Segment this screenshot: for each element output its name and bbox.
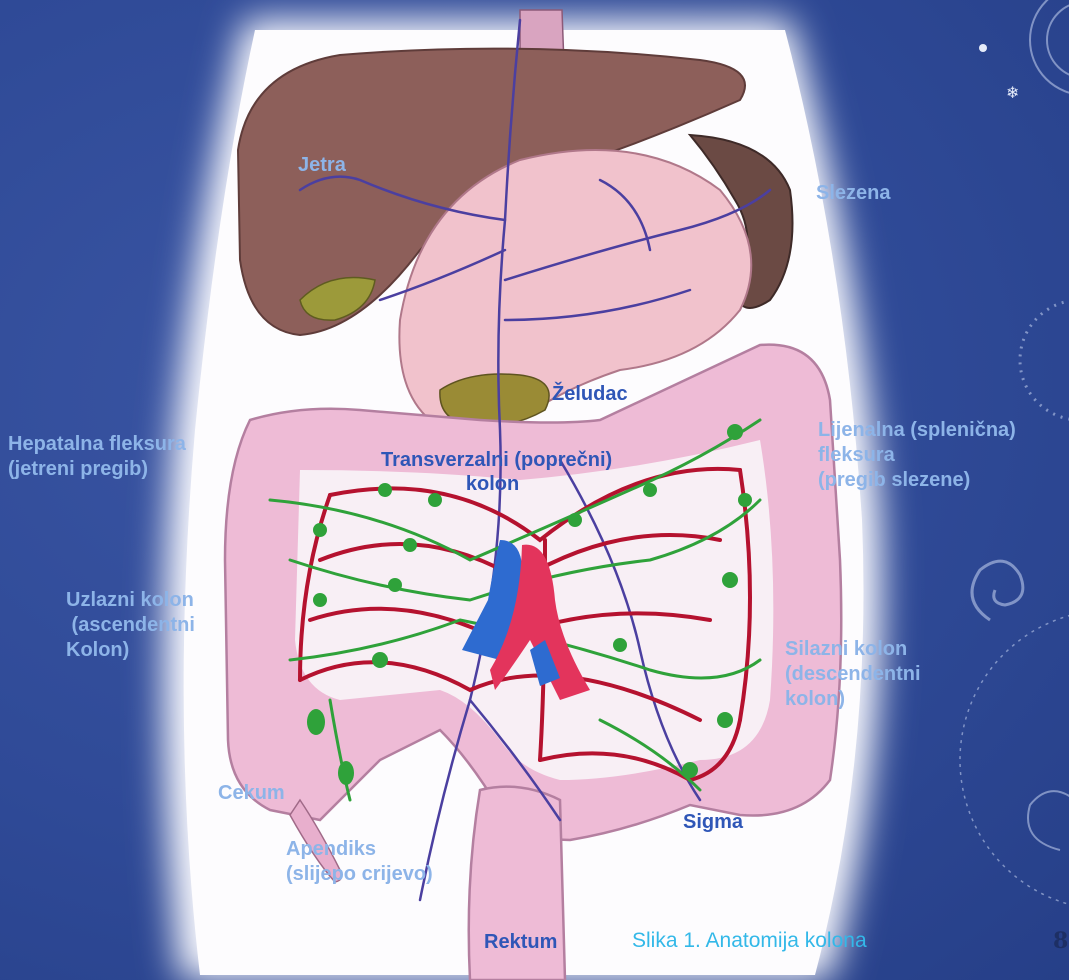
- label-hepatalna-fleksura: Hepatalna fleksura (jetreni pregib): [8, 432, 186, 482]
- label-rektum: Rektum: [484, 930, 557, 954]
- label-zeludac: Želudac: [552, 382, 628, 406]
- label-jetra: Jetra: [298, 153, 346, 177]
- label-sigma: Sigma: [683, 810, 743, 834]
- page-number: 8: [1053, 928, 1068, 954]
- figure-caption: Slika 1. Anatomija kolona: [632, 929, 867, 953]
- label-cekum: Cekum: [218, 781, 285, 805]
- label-lijenalna-fleksura: Lijenalna (splenična) fleksura (pregib s…: [818, 418, 1016, 493]
- label-uzlazni-kolon: Uzlazni kolon (ascendentni Kolon): [66, 588, 195, 663]
- label-slezena: Slezena: [816, 181, 890, 205]
- label-transverzalni-kolon: Transverzalni (poprečni) kolon: [381, 448, 612, 496]
- label-apendiks: Apendiks (slijepo crijevo): [286, 837, 433, 887]
- label-silazni-kolon: Silazni kolon (descendentni kolon): [785, 637, 921, 712]
